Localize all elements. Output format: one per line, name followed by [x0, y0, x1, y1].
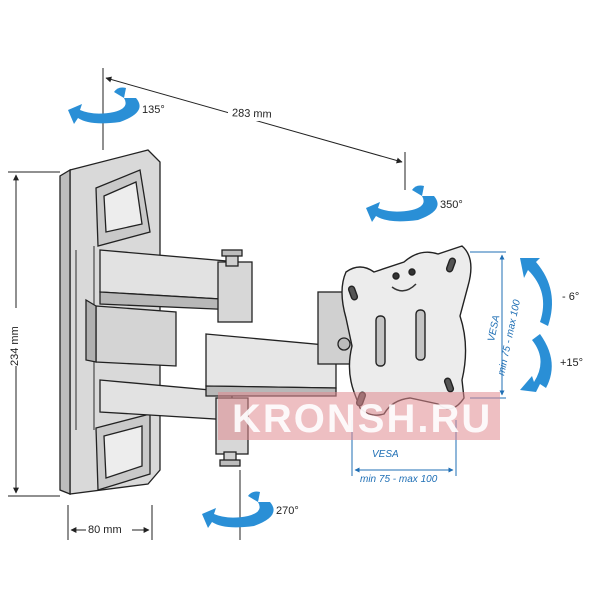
depth-dimension: 80 mm [67, 505, 153, 540]
width-dimension: 283 mm [102, 68, 406, 190]
top-pivot-angle: 135° [142, 104, 165, 116]
tilt-up-indicator: - 6° [520, 258, 579, 326]
center-knuckle [85, 298, 177, 367]
watermark: KRONSH.RU [218, 392, 500, 441]
rotation-bottom-pivot: 270° [202, 470, 299, 540]
rotation-top-pivot: 135° [68, 87, 165, 150]
vesa-horizontal-title: VESA [372, 449, 399, 460]
wall-plate [59, 149, 161, 495]
tilt-arrow-icon [520, 334, 552, 392]
bottom-pivot-angle: 270° [276, 505, 299, 517]
rotate-arrow-icon [202, 502, 274, 528]
height-dimension: 234 mm [4, 171, 60, 497]
upper-arm [99, 249, 253, 323]
vesa-vertical-title: VESA [486, 314, 502, 343]
vesa-vertical-range: min 75 - max 100 [496, 298, 523, 376]
tilt-down-indicator: +15° [520, 334, 583, 392]
tilt-down-angle: +15° [560, 357, 583, 369]
vesa-plate [341, 245, 472, 416]
rotation-head-pivot: 350° [366, 185, 463, 222]
tilt-arrow-icon [520, 258, 552, 326]
width-label: 283 mm [232, 107, 272, 120]
vesa-vertical-dimension: VESA min 75 - max 100 [470, 251, 523, 399]
rotate-arrow-icon [366, 196, 438, 222]
rotate-arrow-icon [68, 98, 140, 124]
watermark-text: KRONSH.RU [232, 397, 492, 441]
head-pivot-angle: 350° [440, 199, 463, 211]
vesa-horizontal-range: min 75 - max 100 [360, 474, 438, 485]
depth-label: 80 mm [88, 524, 122, 536]
forearm [205, 291, 353, 397]
tilt-up-angle: - 6° [562, 291, 579, 303]
height-label: 234 mm [9, 326, 21, 366]
